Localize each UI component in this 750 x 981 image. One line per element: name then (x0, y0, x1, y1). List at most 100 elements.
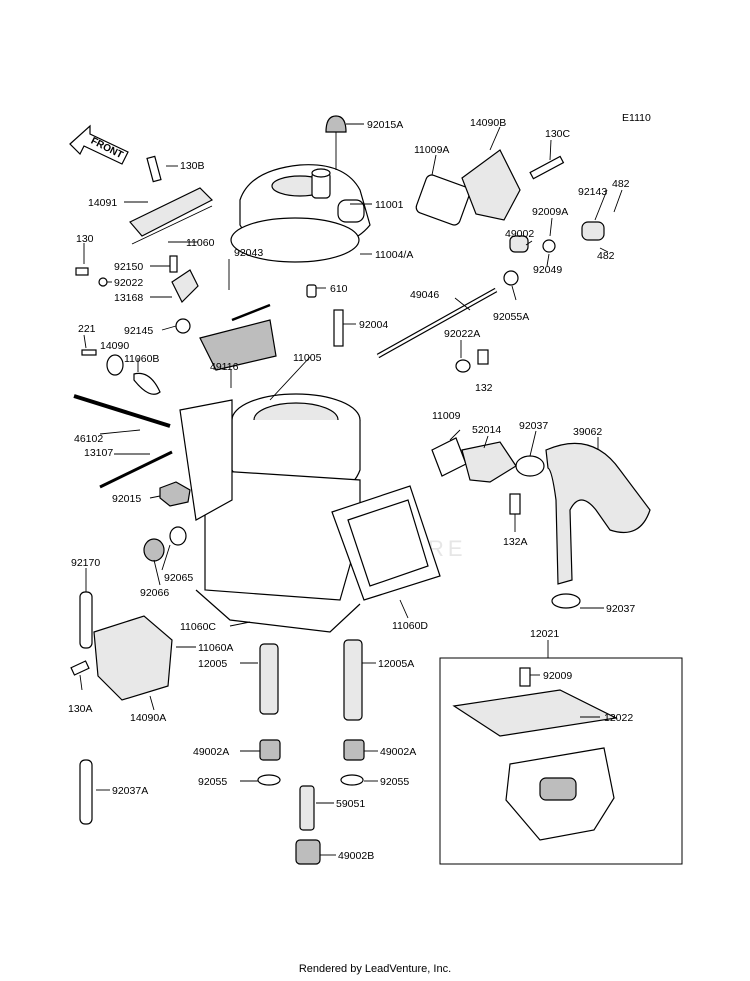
gear-59051 (299, 785, 315, 831)
label-14090A: 14090A (130, 712, 166, 724)
tie-92037a (79, 759, 93, 825)
lever-13168 (171, 269, 199, 304)
plate-14090 (106, 354, 124, 376)
cap-nut (325, 115, 347, 133)
bolt-130b (146, 155, 162, 183)
label-92055A: 92055A (493, 311, 529, 323)
label-92037A: 92037A (112, 785, 148, 797)
footer-credit: Rendered by LeadVenture, Inc. (298, 963, 452, 975)
cover-14090a (93, 615, 173, 701)
label-59051: 59051 (336, 798, 365, 810)
reed-12022 (452, 689, 618, 737)
cylinder (179, 393, 361, 633)
label-14091: 14091 (88, 197, 117, 209)
label-49046: 49046 (410, 289, 439, 301)
nut-92015 (159, 481, 191, 507)
gasket-11009 (431, 437, 467, 477)
label-92015A: 92015A (367, 119, 403, 131)
leader-lines (79, 123, 623, 856)
label-92037a: 92037 (519, 420, 548, 432)
bolt-132a (509, 493, 521, 515)
label-92066: 92066 (140, 587, 169, 599)
label-46102: 46102 (74, 433, 103, 445)
reed-valve-box (439, 657, 683, 865)
label-49002Ab: 49002A (380, 746, 416, 758)
washer-92049 (542, 239, 556, 253)
label-11060C: 11060C (180, 621, 216, 633)
stud-92004 (333, 309, 344, 347)
oring-92055-left (257, 774, 281, 786)
head-gasket (230, 217, 360, 263)
valve-49116 (199, 319, 277, 371)
label-14090: 14090 (100, 340, 129, 352)
rack-46102 (73, 394, 171, 428)
label-13168: 13168 (114, 292, 143, 304)
label-92055a: 92055 (198, 776, 227, 788)
label-130A: 130A (68, 703, 93, 715)
front-arrow-icon: FRONT (69, 124, 129, 165)
bushing-49002b (295, 839, 321, 865)
label-13107: 13107 (84, 447, 113, 459)
label-92043: 92043 (234, 247, 263, 259)
label-132A: 132A (503, 536, 528, 548)
oring-92055-right (340, 774, 364, 786)
fitting-52014 (461, 441, 517, 483)
label-130: 130 (76, 233, 94, 245)
oring-92055a (503, 270, 519, 286)
label-130B: 130B (180, 160, 205, 172)
label-221: 221 (78, 323, 96, 335)
label-11009A: 11009A (414, 144, 449, 156)
washer-92022a (455, 359, 471, 373)
label-49002B: 49002B (338, 850, 374, 862)
pin-610 (306, 284, 317, 298)
label-52014: 52014 (472, 424, 501, 436)
label-39062: 39062 (573, 426, 602, 438)
label-92170: 92170 (71, 557, 100, 569)
rod-92043 (231, 303, 271, 322)
spring-92145 (175, 318, 191, 334)
drain-12005 (259, 643, 279, 715)
clamp-92037-lower (551, 593, 581, 609)
label-92015: 92015 (112, 493, 141, 505)
part-labels: 92015A 14090B 130C 11009A 130B 11001 482… (68, 117, 635, 862)
drain-12005a (343, 639, 363, 721)
valve-cover (129, 187, 214, 237)
clamp-92037 (515, 455, 545, 477)
cover-14090b (461, 149, 521, 221)
label-14090B: 14090B (470, 117, 506, 129)
label-92009: 92009 (543, 670, 572, 682)
label-49002Aa: 49002A (193, 746, 229, 758)
label-92145: 92145 (124, 325, 153, 337)
label-11060A: 11060A (198, 642, 233, 654)
label-11004A: 11004/A (375, 249, 413, 261)
label-132: 132 (475, 382, 493, 394)
label-92055b: 92055 (380, 776, 409, 788)
gasket-11060b (133, 372, 161, 395)
label-610: 610 (330, 283, 348, 295)
label-12022: 12022 (604, 712, 633, 724)
label-11005: 11005 (293, 352, 322, 364)
bolt-132 (477, 349, 489, 365)
label-11060: 11060 (186, 237, 215, 249)
label-482a: 482 (612, 178, 630, 190)
label-11001: 11001 (375, 199, 404, 211)
strap-92170 (79, 591, 93, 649)
label-49116: 49116 (210, 361, 239, 373)
label-11060D: 11060D (392, 620, 428, 632)
label-92037b: 92037 (606, 603, 635, 615)
label-12021: 12021 (530, 628, 559, 640)
diagram-code: E1110 (622, 112, 651, 124)
label-11060B: 11060B (124, 353, 159, 365)
label-92049: 92049 (533, 264, 562, 276)
washer-92065 (169, 526, 187, 546)
label-92022: 92022 (114, 277, 143, 289)
label-11009: 11009 (432, 410, 461, 422)
label-92009A: 92009A (532, 206, 568, 218)
label-12005: 12005 (198, 658, 227, 670)
label-49002: 49002 (505, 228, 534, 240)
label-12005A: 12005A (378, 658, 414, 670)
gasket-11009a (415, 174, 471, 226)
label-92065: 92065 (164, 572, 193, 584)
bushing-49002a-left (259, 739, 281, 761)
